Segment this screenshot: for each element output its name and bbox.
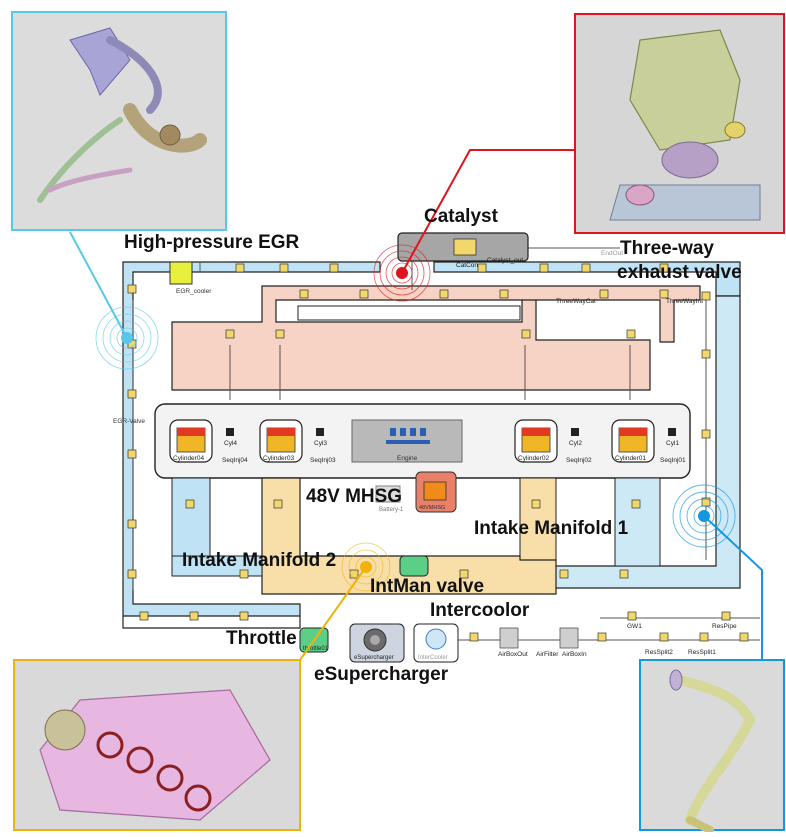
airfilter-label: AirFilter bbox=[536, 651, 559, 658]
seqinj02-label: SeqInj02 bbox=[566, 457, 592, 464]
catalyst-title: Catalyst bbox=[424, 206, 498, 228]
intman-valve-title: IntMan valve bbox=[370, 576, 484, 598]
engine-label: Engine bbox=[397, 455, 418, 462]
esupercharger-block-label: eSupercharger bbox=[354, 655, 394, 661]
three-way-title-line1: Three-way bbox=[620, 238, 714, 260]
airboxin-block bbox=[560, 628, 578, 648]
cyl4-label: Cyl4 bbox=[224, 440, 237, 447]
catcon-label: CatCon bbox=[456, 262, 478, 269]
intman-valve-block bbox=[400, 556, 428, 576]
airboxin-label: AirBoxIn bbox=[562, 651, 587, 658]
cylinder02-label: Cylinder02 bbox=[518, 455, 549, 462]
egr-valve-label: EGR-Valve bbox=[113, 418, 145, 425]
intercooler-title: Intercoolor bbox=[430, 600, 529, 622]
intake-manifold-2-title: Intake Manifold 2 bbox=[182, 550, 336, 572]
cyl3-label: Cyl3 bbox=[314, 440, 327, 447]
intercooler-block-label: InterCooler bbox=[418, 655, 448, 661]
egr-cooler-label: EGR_cooler bbox=[176, 288, 212, 295]
esupercharger-title: eSupercharger bbox=[314, 664, 448, 686]
three-way-int-label: ThreeWayInt bbox=[666, 298, 703, 305]
airboxout-block bbox=[500, 628, 518, 648]
throttle-title: Throttle bbox=[226, 628, 297, 650]
intake-manifold-1-title: Intake Manifold 1 bbox=[474, 518, 628, 540]
seqinj03-label: SeqInj03 bbox=[310, 457, 336, 464]
ressplit2-label: ResSplit2 bbox=[645, 649, 673, 656]
seqinj01-label: SeqInj01 bbox=[660, 457, 686, 464]
respipe-label: ResPipe bbox=[712, 623, 737, 630]
cyl2-label: Cyl2 bbox=[569, 440, 582, 447]
seqinj04-label: SeqInj04 bbox=[222, 457, 248, 464]
cylinder04-label: Cylinder04 bbox=[173, 455, 204, 462]
mhsg-title: 48V MHSG bbox=[306, 486, 402, 508]
cyl1-label: Cyl1 bbox=[666, 440, 679, 447]
cylinder01-label: Cylinder01 bbox=[615, 455, 646, 462]
three-way-cat-label: ThreeWayCat bbox=[556, 298, 596, 305]
three-way-title-line2: exhaust valve bbox=[617, 262, 742, 284]
airboxout-label: AirBoxOut bbox=[498, 651, 528, 658]
cylinder03-label: Cylinder03 bbox=[263, 455, 294, 462]
hp-egr-title: High-pressure EGR bbox=[124, 232, 299, 254]
gw1-label: GW1 bbox=[627, 623, 642, 630]
catalyst-out-label: Catalyst_out bbox=[487, 257, 523, 264]
egr-cooler-block bbox=[170, 262, 192, 284]
ressplit1-label: ResSplit1 bbox=[688, 649, 716, 656]
catcon-block bbox=[454, 239, 476, 255]
mhsg-block-label: 48VMHSG bbox=[419, 505, 445, 511]
